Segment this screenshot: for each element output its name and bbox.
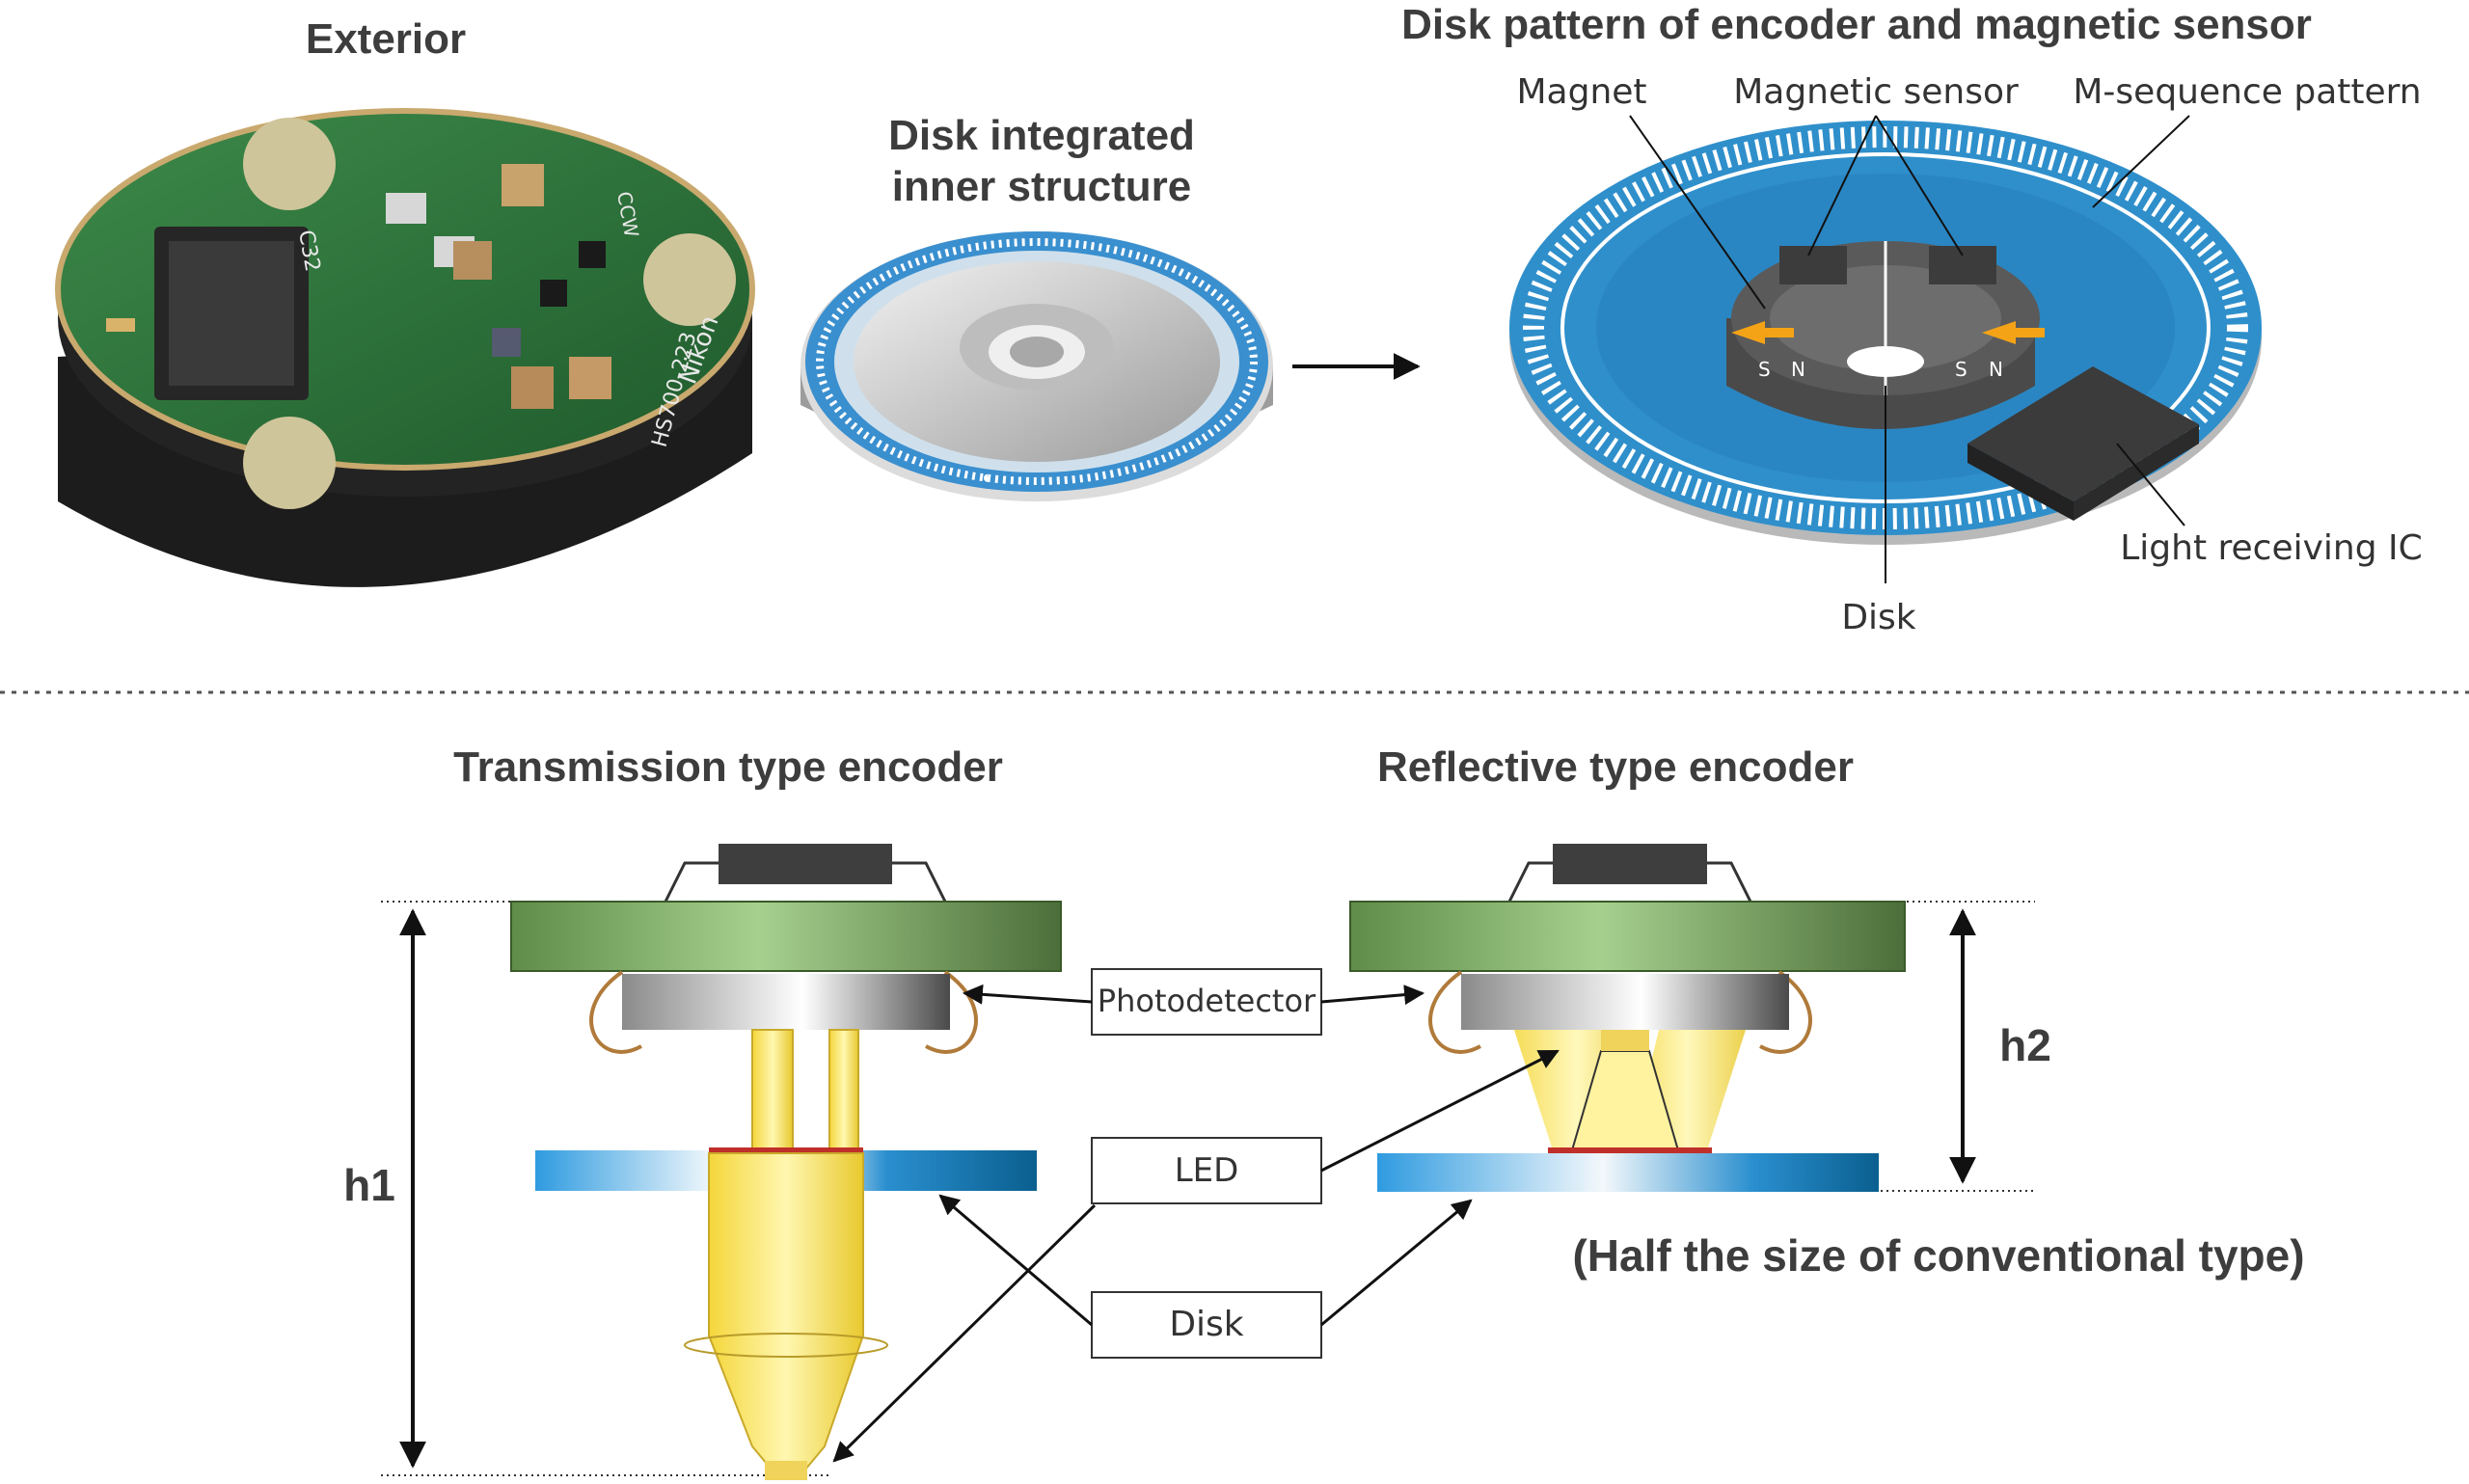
h1-label: h1 (343, 1160, 395, 1210)
led-box: LED (1091, 1137, 1322, 1204)
disk-integrated-title-2: inner structure (892, 163, 1192, 210)
callout-lines (1629, 115, 2190, 583)
pole-n-right: N (1989, 358, 2003, 381)
m-sequence-callout: M-sequence pattern (2073, 72, 2421, 112)
reference-lines (381, 901, 2035, 1476)
exterior-encoder-photo: Nikon HS700-223 C32 CCW (55, 108, 755, 587)
transmission-encoder (510, 844, 1062, 1480)
disk-callout-top: Disk (1841, 598, 1915, 637)
reflective-encoder (1349, 844, 1906, 1192)
exterior-title: Exterior (306, 15, 466, 63)
disk-integrated-photo (800, 231, 1273, 501)
pole-s-left: S (1758, 358, 1771, 381)
reflective-disk (1377, 1153, 1879, 1192)
transmission-photodetector (622, 974, 950, 1030)
reflective-board (1349, 901, 1906, 972)
pointer-arrows (832, 984, 1560, 1463)
disk-pattern-title: Disk pattern of encoder and magnetic sen… (1401, 1, 2312, 48)
svg-text:Disk: Disk (1169, 1305, 1243, 1344)
svg-text:Photodetector: Photodetector (1098, 983, 1316, 1019)
transmission-board (510, 901, 1062, 972)
pole-n-left: N (1791, 358, 1805, 381)
pole-s-right: S (1955, 358, 1967, 381)
reflective-photodetector (1461, 974, 1789, 1030)
half-size-note: (Half the size of conventional type) (1572, 1230, 2304, 1281)
photodetector-box: Photodetector (1091, 968, 1322, 1036)
disk-pattern-illustration: S N S N (1509, 121, 2262, 545)
disk-integrated-title-1: Disk integrated (888, 112, 1195, 159)
magnetic-sensor-callout: Magnetic sensor (1733, 72, 2019, 112)
disk-box: Disk (1091, 1291, 1322, 1359)
light-receiving-ic-callout: Light receiving IC (2120, 528, 2423, 568)
magnet-callout: Magnet (1516, 72, 1646, 112)
h2-label: h2 (1999, 1020, 2051, 1070)
svg-text:LED: LED (1175, 1151, 1239, 1190)
transmission-title: Transmission type encoder (453, 743, 1003, 791)
reflective-title: Reflective type encoder (1377, 743, 1854, 791)
